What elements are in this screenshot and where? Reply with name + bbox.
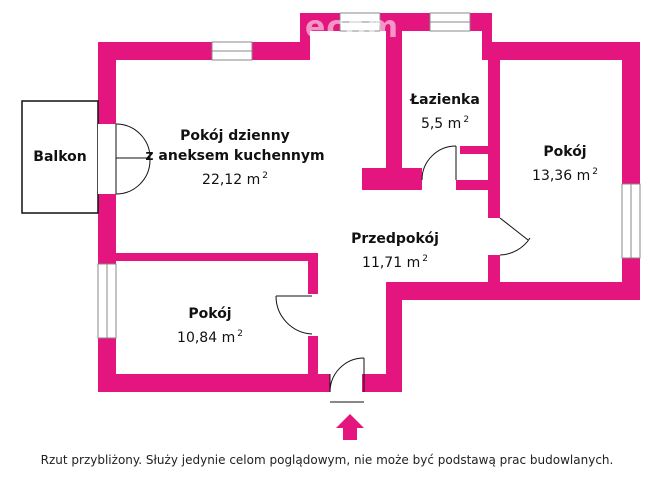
entrance-door xyxy=(329,357,365,403)
living-area: 22,12 m xyxy=(202,172,261,188)
wall-bath-left xyxy=(386,31,402,181)
bath-door xyxy=(421,145,457,181)
bottom-room-door xyxy=(275,295,313,335)
living-name-2: z aneksem kuchennym xyxy=(145,148,325,164)
wall-left xyxy=(98,42,116,392)
balcony-door xyxy=(115,123,151,195)
wall-top-step xyxy=(300,13,310,60)
room-bottom-name: Pokój xyxy=(188,306,232,322)
wall-int-horiz xyxy=(116,253,316,261)
room-right-area: 13,36 m xyxy=(532,168,591,184)
living-name-1: Pokój dzienny xyxy=(180,128,290,144)
window-lines xyxy=(106,21,632,338)
bathroom-name: Łazienka xyxy=(410,92,480,108)
wall-top-left xyxy=(98,42,304,60)
entrance-gap xyxy=(330,374,362,392)
brand-watermark: ecom xyxy=(305,10,399,45)
wall-bottom-step xyxy=(386,282,402,392)
label-living: Pokój dzienny z aneksem kuchennym 22,12 … xyxy=(140,126,330,190)
wall-right xyxy=(622,42,640,300)
room-bottom-area: 10,84 m xyxy=(177,330,236,346)
wall-bath-bottom-r xyxy=(456,180,492,190)
wall-bottom-left xyxy=(98,374,330,392)
wall-bottom-right xyxy=(386,282,640,300)
bathroom-area-unit: 2 xyxy=(463,115,470,125)
label-balcony: Balkon xyxy=(22,147,98,167)
right-door xyxy=(499,217,531,256)
wall-bath-bottom xyxy=(362,168,422,190)
footer-note: Rzut przybliżony. Służy jedynie celom po… xyxy=(40,453,614,467)
windows xyxy=(97,12,641,339)
bath-door-gap xyxy=(422,168,456,190)
room-right-area-unit: 2 xyxy=(592,167,598,177)
bottom-room-door-gap xyxy=(308,294,318,336)
wall-right-room-left xyxy=(488,255,500,300)
balcony-outline xyxy=(21,100,99,214)
balcony-door-gap xyxy=(98,124,116,194)
bathroom-area: 5,5 m xyxy=(420,116,462,132)
hall-area-unit: 2 xyxy=(422,254,428,264)
room-bottom-area-unit: 2 xyxy=(237,329,243,339)
hall-name: Przedpokój xyxy=(351,231,439,247)
right-door-gap xyxy=(488,218,500,255)
wall-top-right xyxy=(488,42,640,60)
wall-bath-right xyxy=(488,42,500,218)
wall-bath-inner xyxy=(460,146,488,154)
entrance-arrow-icon xyxy=(336,414,364,440)
room-right-name: Pokój xyxy=(543,144,587,160)
hall-area: 11,71 m xyxy=(362,255,421,271)
wall-step-right xyxy=(482,13,492,60)
balcony-name: Balkon xyxy=(33,149,87,165)
walls xyxy=(98,13,640,392)
living-area-unit: 2 xyxy=(262,171,268,181)
